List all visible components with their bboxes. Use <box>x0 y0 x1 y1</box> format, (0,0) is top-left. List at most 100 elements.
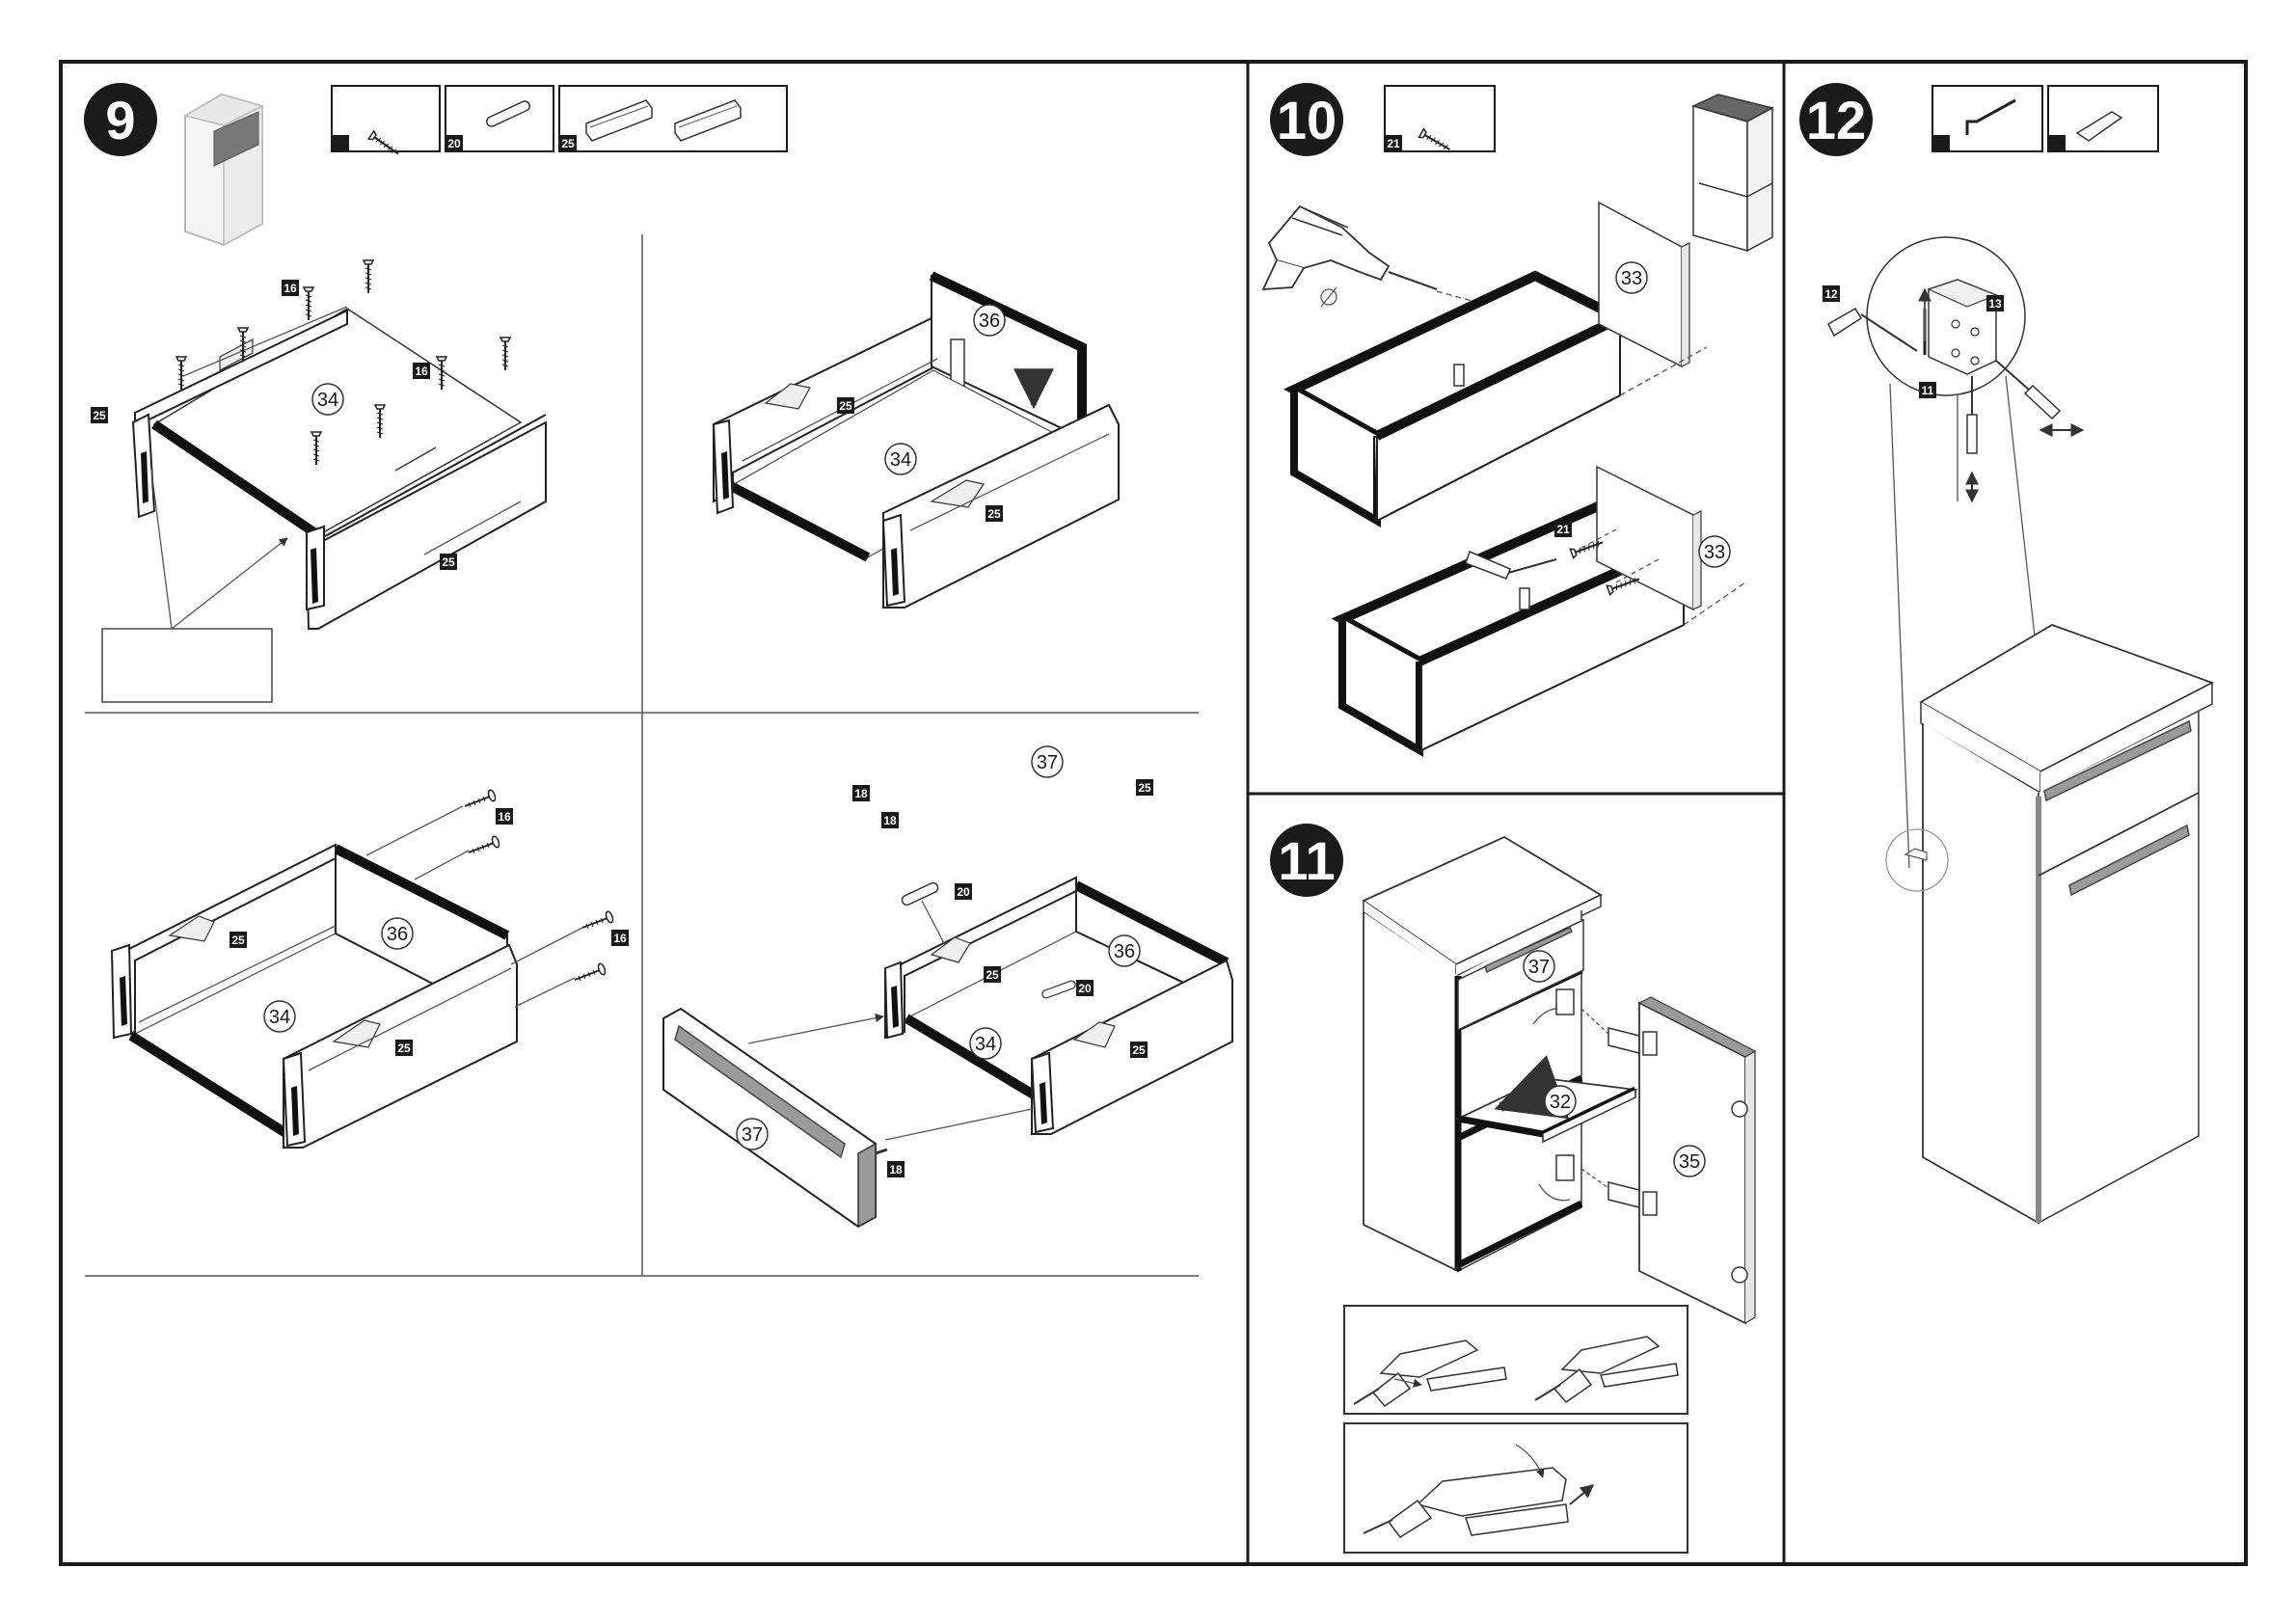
svg-text:16: 16 <box>415 365 428 378</box>
tag-18: 18 <box>852 785 870 801</box>
svg-text:18: 18 <box>854 787 868 800</box>
tag-16: 16 <box>282 280 299 296</box>
svg-text:35: 35 <box>1679 1151 1700 1173</box>
cabinet-assembly <box>1364 837 1635 1271</box>
part-circle-35: 35 <box>1674 1146 1705 1177</box>
part-circle-32: 32 <box>1545 1086 1576 1117</box>
screw-icon <box>582 910 614 929</box>
step-12: 12 <box>1799 83 2212 1223</box>
tag-13: 13 <box>1986 295 2004 311</box>
tag-25: 25 <box>986 505 1003 522</box>
svg-text:33: 33 <box>1621 268 1642 289</box>
step-12-badge: 12 <box>1799 83 1873 156</box>
tag-20: 20 <box>955 883 972 900</box>
step-9-header: 9 20 25 <box>84 83 787 245</box>
wall-cabinet <box>1886 625 2212 1223</box>
svg-text:37: 37 <box>1528 957 1550 978</box>
step-10: 10 21 <box>1263 83 1772 750</box>
step-9-badge: 9 <box>84 83 157 156</box>
svg-text:33: 33 <box>1704 542 1725 563</box>
cabinet-icon <box>185 95 262 245</box>
svg-text:18: 18 <box>883 814 897 827</box>
panel-9d-front-panel: 37 18 18 25 20 20 25 25 36 34 <box>663 746 1232 1227</box>
svg-text:25: 25 <box>1132 1043 1146 1057</box>
hardware-box-screw <box>332 86 440 158</box>
tag-25: 25 <box>91 407 108 423</box>
step-11-badge: 11 <box>1270 824 1343 897</box>
svg-text:34: 34 <box>890 449 911 471</box>
screw-icon <box>176 357 186 390</box>
tag-21: 21 <box>1554 521 1572 537</box>
part-circle-37: 37 <box>737 1119 768 1150</box>
part-circle-37: 37 <box>1524 951 1554 982</box>
front-panel-37 <box>663 1009 876 1227</box>
svg-text:34: 34 <box>317 390 338 411</box>
svg-text:21: 21 <box>1387 137 1400 150</box>
svg-text:12: 12 <box>1824 287 1838 301</box>
part-circle-34: 34 <box>264 1001 295 1032</box>
svg-text:25: 25 <box>397 1041 411 1055</box>
drawer-box <box>885 878 1232 1134</box>
tag-25: 25 <box>837 397 854 414</box>
tag-25: 25 <box>984 966 1001 983</box>
part-circle-34: 34 <box>312 384 343 415</box>
hinge-detail-box-1 <box>1344 1306 1688 1414</box>
part-circle-37: 37 <box>1032 746 1063 777</box>
cabinet-icon <box>1693 95 1772 251</box>
svg-text:37: 37 <box>742 1124 763 1146</box>
svg-text:36: 36 <box>1114 941 1135 962</box>
svg-text:25: 25 <box>839 399 852 413</box>
part-circle-33: 33 <box>1699 536 1730 567</box>
panel-9a-runners-to-base: 16 16 25 25 34 <box>91 260 546 702</box>
svg-text:21: 21 <box>1556 523 1570 536</box>
part-circle-36: 36 <box>1109 935 1140 966</box>
tag-16: 16 <box>611 930 629 946</box>
tag-16: 16 <box>496 808 513 825</box>
svg-text:11: 11 <box>1922 384 1934 397</box>
part-circle-36: 36 <box>382 918 413 949</box>
svg-text:25: 25 <box>987 507 1001 521</box>
screw-icon <box>500 338 510 370</box>
dowel-icon <box>901 881 945 945</box>
svg-text:20: 20 <box>957 885 970 899</box>
tag-18: 18 <box>887 1161 905 1177</box>
hardware-box-runner: 25 <box>559 86 787 151</box>
tag-25: 25 <box>1136 779 1153 796</box>
screw-icon <box>364 260 373 293</box>
hardware-box-dowel: 20 <box>446 86 554 151</box>
hardware-box-screw: 21 <box>1385 86 1495 153</box>
panel-9c-fix-back: 16 16 25 25 36 34 <box>112 789 629 1148</box>
svg-text:13: 13 <box>1988 297 2002 311</box>
screw-icon <box>575 962 607 981</box>
svg-text:25: 25 <box>561 137 575 150</box>
part-circle-33: 33 <box>1616 262 1647 293</box>
hinge-detail-box-2 <box>1344 1423 1688 1553</box>
svg-text:37: 37 <box>1037 752 1058 773</box>
tag-25: 25 <box>395 1040 413 1056</box>
part-circle-34: 34 <box>885 444 916 474</box>
tag-25: 25 <box>440 554 457 570</box>
step-9-number: 9 <box>105 90 135 150</box>
hardware-box-hook <box>1932 86 2042 151</box>
tag-16: 16 <box>413 363 430 379</box>
tag-25: 25 <box>1130 1041 1148 1058</box>
tag-25: 25 <box>230 932 247 948</box>
hardware-box-plug <box>2048 86 2158 151</box>
svg-text:16: 16 <box>284 282 297 295</box>
svg-text:25: 25 <box>986 968 999 982</box>
step-11: 11 <box>1270 824 1755 1553</box>
svg-text:16: 16 <box>613 932 627 945</box>
svg-text:25: 25 <box>1138 781 1151 795</box>
screw-icon <box>465 789 497 807</box>
step-12-number: 12 <box>1806 90 1866 150</box>
screw-icon <box>469 835 500 853</box>
svg-text:36: 36 <box>387 924 408 945</box>
drill-icon <box>1263 206 1437 307</box>
part-circle-34: 34 <box>970 1028 1001 1059</box>
step-10-number: 10 <box>1277 90 1337 150</box>
drawer-box-top <box>1294 276 1620 521</box>
step-10-badge: 10 <box>1270 83 1343 156</box>
svg-text:25: 25 <box>231 933 245 947</box>
svg-text:32: 32 <box>1550 1092 1571 1113</box>
